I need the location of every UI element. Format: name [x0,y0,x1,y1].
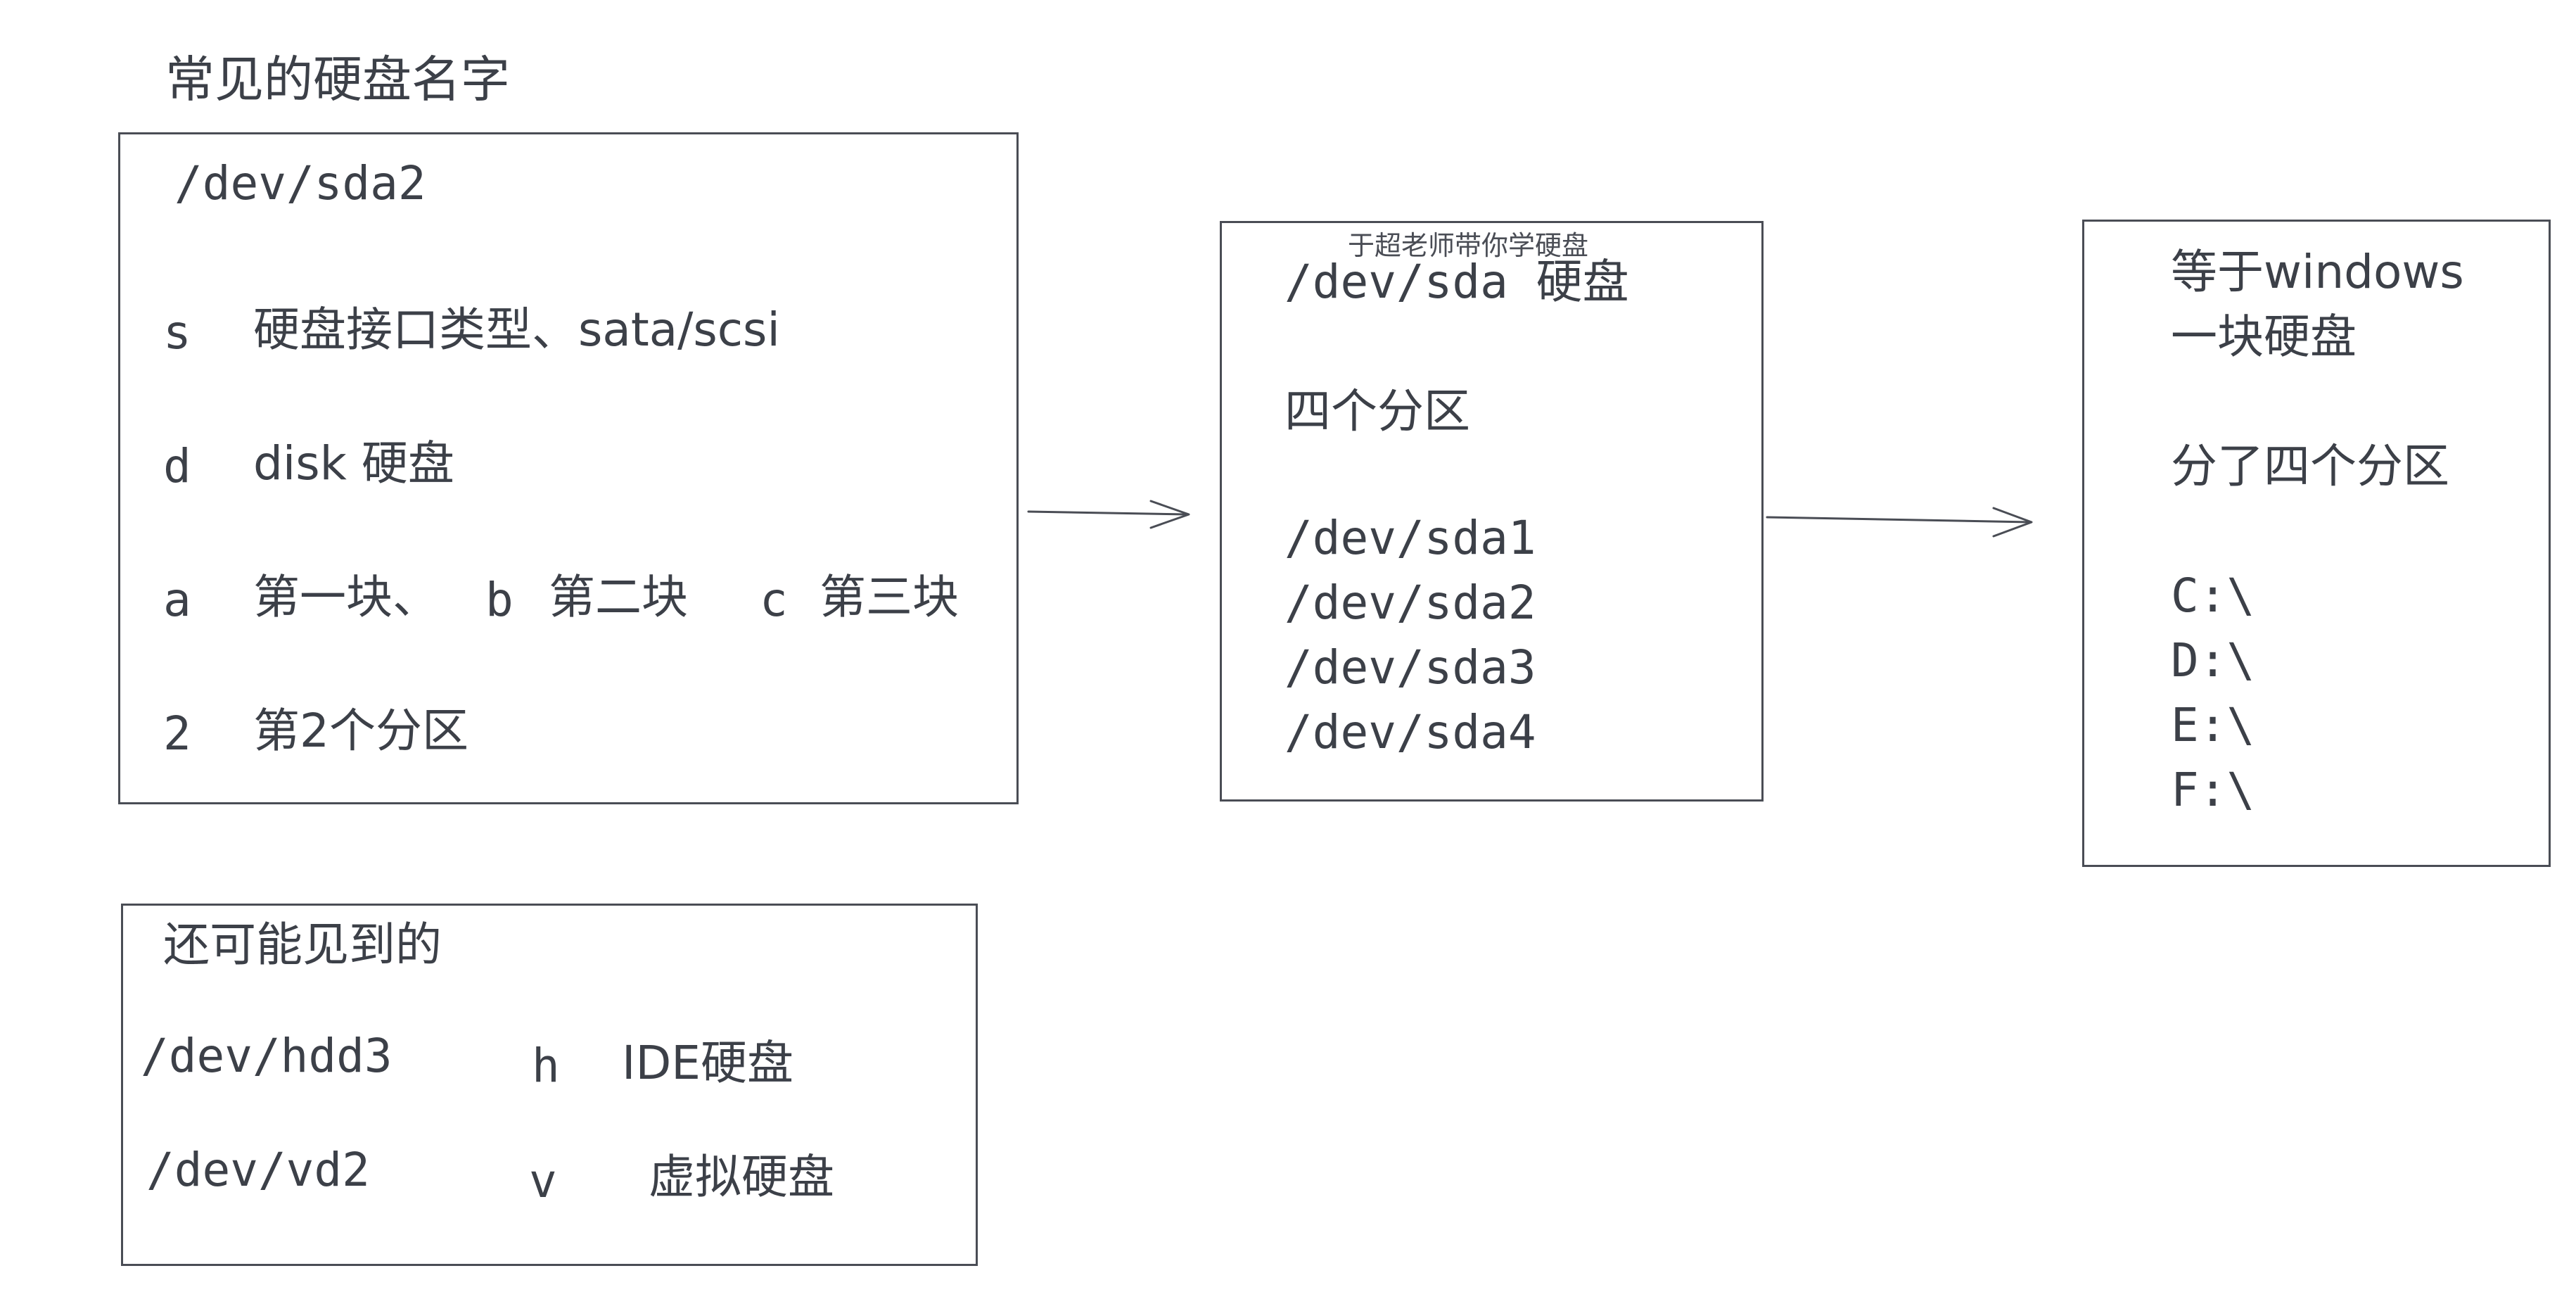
naming-device: /dev/sda2 [174,156,426,210]
naming-letter-d: d [163,439,191,493]
partition-item: /dev/sda4 [1284,705,1536,759]
windows-drive: F:\ [2171,763,2255,817]
windows-drive: E:\ [2171,698,2255,752]
windows-box [2082,220,2551,867]
other-title: 还可能见到的 [163,918,442,972]
other-desc-h: IDE硬盘 [622,1036,793,1090]
naming-desc-b: 第二块 [549,570,688,624]
naming-letter-2: 2 [163,707,191,761]
arrow-partitions-to-windows [1766,507,2033,538]
partitions-subtitle: 四个分区 [1284,384,1470,438]
naming-letter-s: s [163,305,191,360]
naming-desc-2: 第2个分区 [253,704,468,758]
partitions-watermark: 于超老师带你学硬盘 [1348,230,1589,261]
partitions-box [1220,221,1764,802]
other-device-vd: /dev/vd2 [146,1143,370,1197]
other-desc-v: 虚拟硬盘 [649,1150,834,1204]
naming-letter-b: b [485,573,514,627]
other-device-hdd: /dev/hdd3 [141,1029,393,1083]
other-letter-h: h [532,1039,560,1093]
naming-desc-a: 第一块、 [253,570,439,624]
diagram-heading: 常见的硬盘名字 [165,51,510,108]
naming-desc-c: 第三块 [820,570,959,624]
partition-item: /dev/sda2 [1284,576,1536,630]
windows-subtitle: 分了四个分区 [2171,439,2449,493]
other-letter-v: v [529,1154,557,1208]
partition-item: /dev/sda3 [1284,640,1536,695]
windows-line1: 等于windows [2171,245,2464,299]
naming-box [118,132,1019,804]
windows-drive: C:\ [2171,569,2255,623]
naming-letter-a: a [163,573,191,627]
partition-item: /dev/sda1 [1284,511,1536,565]
naming-letter-c: c [760,573,788,627]
windows-drive: D:\ [2171,633,2255,688]
partitions-title: /dev/sda 硬盘 [1284,255,1629,309]
other-names-box [121,904,978,1266]
naming-desc-s: 硬盘接口类型、sata/scsi [253,303,780,357]
arrow-naming-to-partitions [1027,500,1190,529]
naming-desc-d: disk 硬盘 [253,436,454,490]
windows-line2: 一块硬盘 [2171,310,2357,364]
